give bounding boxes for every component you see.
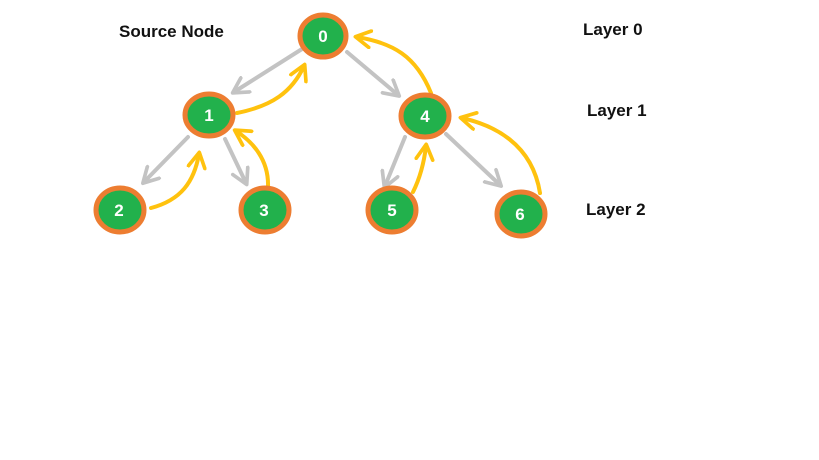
edge-down-1-3 <box>223 137 246 183</box>
node-2-label: 2 <box>114 201 123 220</box>
edge-up-5-4 <box>411 146 426 194</box>
edge-down-0-4 <box>345 50 398 95</box>
node-0: 0 <box>297 12 349 60</box>
node-3: 3 <box>238 185 292 235</box>
edge-up-2-1 <box>149 154 199 210</box>
node-4-label: 4 <box>420 107 430 126</box>
node-3-label: 3 <box>259 201 268 220</box>
edge-down-1-2 <box>144 135 190 182</box>
node-1: 1 <box>182 91 236 139</box>
node-0-label: 0 <box>318 27 327 46</box>
node-5-label: 5 <box>387 201 396 220</box>
node-6: 6 <box>494 189 548 239</box>
layer-2-label: Layer 2 <box>586 200 646 219</box>
up-edges <box>149 37 542 210</box>
node-1-label: 1 <box>204 106 213 125</box>
edge-down-4-6 <box>444 132 500 185</box>
node-6-label: 6 <box>515 205 524 224</box>
node-2: 2 <box>93 185 147 235</box>
layer-0-label: Layer 0 <box>583 20 643 39</box>
node-5: 5 <box>365 185 419 235</box>
edge-up-3-1 <box>236 131 271 189</box>
edge-down-0-1 <box>234 47 304 92</box>
layer-1-label: Layer 1 <box>587 101 647 120</box>
edge-up-6-4 <box>462 118 542 195</box>
source-node-label: Source Node <box>119 22 224 41</box>
down-edges <box>144 47 500 186</box>
edge-down-4-5 <box>385 135 407 186</box>
edge-up-4-0 <box>357 37 433 95</box>
edge-up-1-0 <box>235 66 304 115</box>
node-4: 4 <box>398 92 452 140</box>
